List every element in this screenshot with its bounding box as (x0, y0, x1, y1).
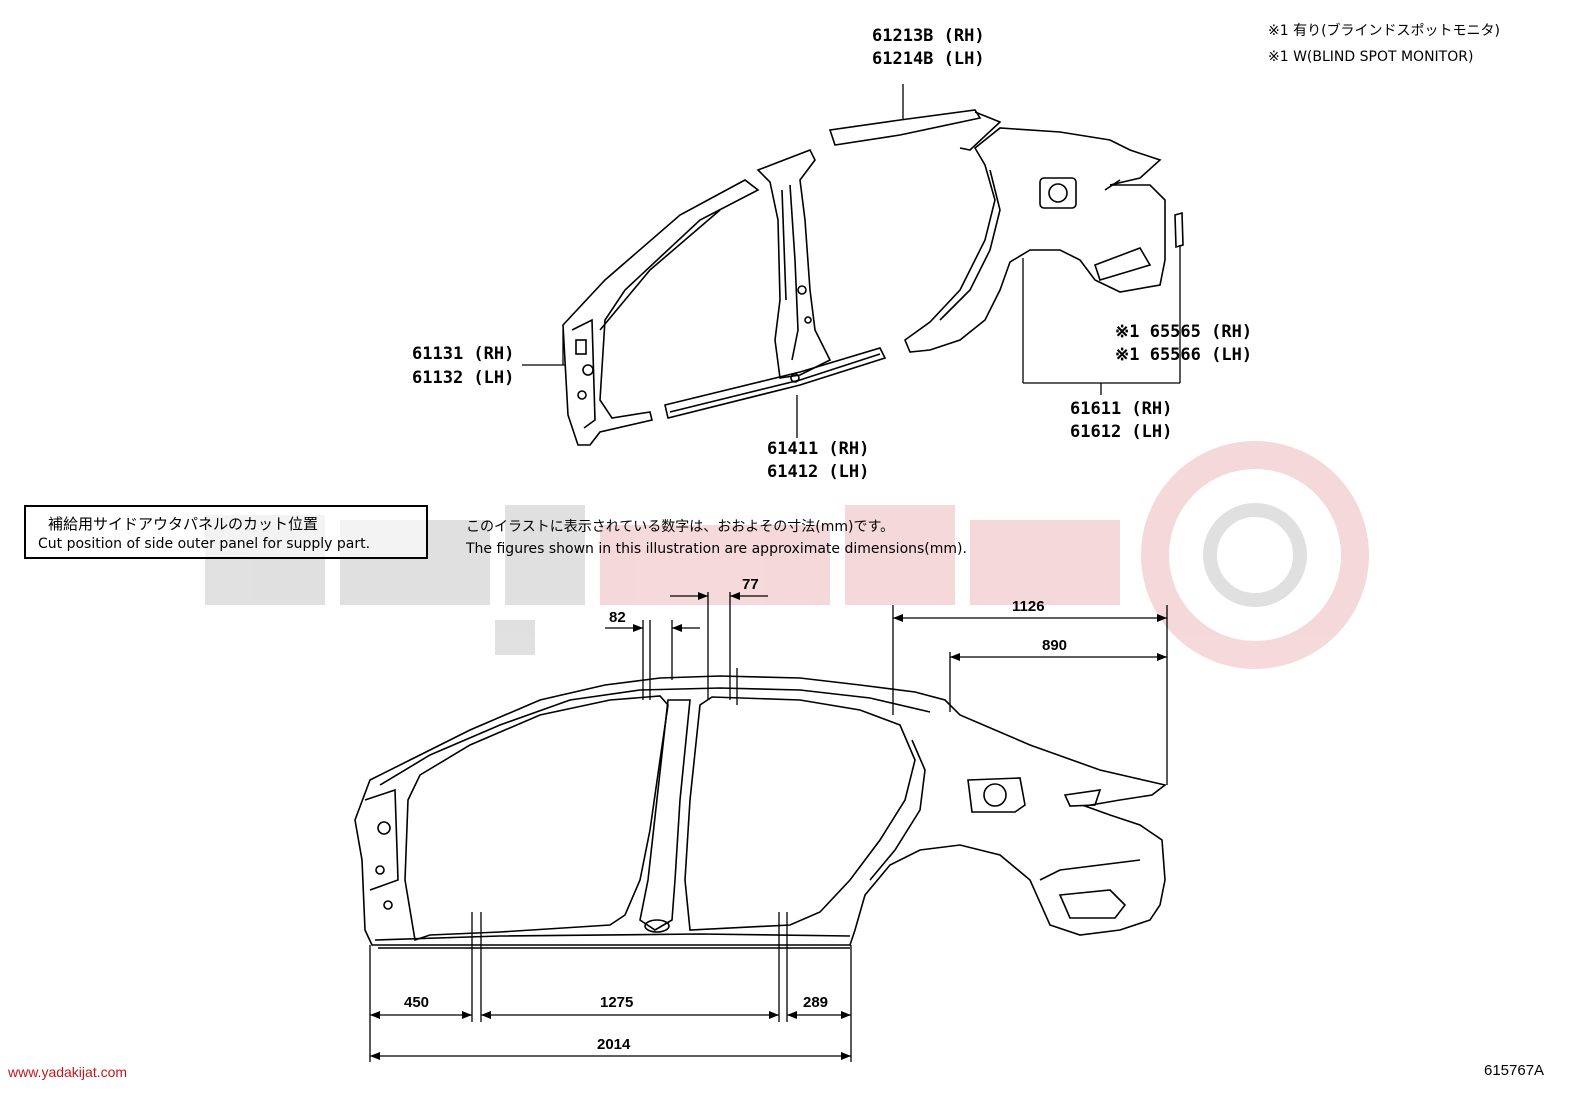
b-pillar (639, 699, 691, 931)
rocker-part (664, 347, 887, 419)
dimension-77: 77 (742, 576, 759, 593)
rear-door-opening (684, 696, 916, 931)
dimension-lines (369, 592, 1168, 1062)
part-number-roof-rail-rh: 61213B (RH) (872, 26, 985, 46)
dimension-450: 450 (404, 994, 430, 1011)
part-number-bsm-bracket-rh: ※1 65565 (RH) (1115, 322, 1253, 342)
roof-rail-part (828, 109, 1002, 151)
roof-inner-line (379, 687, 931, 786)
part-number-quarter-panel-lh: 61612 (LH) (1070, 422, 1173, 442)
upper-exploded-view (522, 84, 1184, 446)
approx-dimension-note: このイラストに表示されている数字は、おおよその寸法(mm)です。 The fig… (466, 516, 967, 560)
upper-leader-lines (522, 84, 1181, 438)
approx-note-japanese: このイラストに表示されている数字は、おおよその寸法(mm)です。 (466, 519, 895, 535)
part-number-quarter-panel-rh: 61611 (RH) (1070, 399, 1173, 419)
quarter-panel-part (904, 127, 1184, 353)
dimension-890: 890 (1042, 637, 1068, 654)
dimension-289: 289 (803, 994, 829, 1011)
part-number-front-pillar-lh: 61132 (LH) (412, 368, 515, 388)
cut-position-legend: 補給用サイドアウタパネルのカット位置 Cut position of side … (24, 505, 428, 559)
dimension-arrows (370, 592, 1167, 1060)
center-pillar-part (756, 148, 832, 379)
bsm-note-japanese: ※1 有り(ブラインドスポットモニタ) (1268, 23, 1501, 39)
lower-side-panel-view (354, 675, 1167, 949)
cut-position-english: Cut position of side outer panel for sup… (38, 536, 371, 552)
watermark-logo (205, 441, 1369, 669)
bsm-note-english: ※1 W(BLIND SPOT MONITOR) (1268, 49, 1474, 65)
part-number-roof-rail-lh: 61214B (LH) (872, 49, 985, 69)
part-number-rocker-rh: 61411 (RH) (767, 439, 870, 459)
figure-number: 615767A (1484, 1062, 1545, 1079)
part-number-rocker-lh: 61412 (LH) (767, 462, 870, 482)
outer-outline (354, 675, 1167, 946)
dimension-1275: 1275 (600, 994, 634, 1011)
rocker-line (374, 933, 851, 941)
fuel-door (967, 777, 1026, 813)
dimension-2014: 2014 (597, 1036, 631, 1053)
part-number-bsm-bracket-lh: ※1 65566 (LH) (1115, 345, 1253, 365)
front-door-opening (404, 695, 669, 942)
watermark-url: www.yadakijat.com (8, 1064, 128, 1080)
tail-lamp-opening (1058, 889, 1127, 919)
approx-note-english: The figures shown in this illustration a… (466, 541, 967, 557)
dimension-1126: 1126 (1012, 598, 1045, 615)
dimension-82: 82 (609, 609, 626, 626)
front-pillar-part (562, 179, 760, 446)
cut-position-japanese: 補給用サイドアウタパネルのカット位置 (48, 515, 319, 533)
part-number-front-pillar-rh: 61131 (RH) (412, 344, 515, 364)
